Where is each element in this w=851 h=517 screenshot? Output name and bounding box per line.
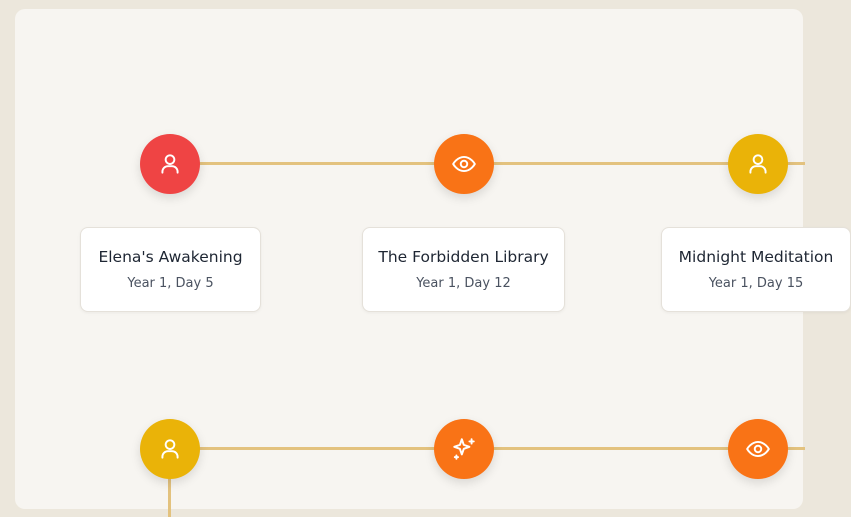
event-date: Year 1, Day 12	[416, 276, 511, 291]
timeline-connector	[185, 162, 805, 165]
event-node[interactable]	[434, 419, 494, 479]
sparkles-icon	[453, 438, 475, 460]
event-date: Year 1, Day 15	[708, 276, 804, 291]
event-card[interactable]: The Forbidden Library Year 1, Day 12	[362, 227, 565, 312]
timeline-stem	[168, 477, 171, 517]
eye-icon	[452, 155, 476, 173]
event-title: Elena's Awakening	[98, 248, 243, 266]
user-icon	[749, 154, 767, 174]
user-icon	[161, 439, 179, 459]
event-node[interactable]	[140, 134, 200, 194]
user-icon	[161, 154, 179, 174]
event-node[interactable]	[728, 419, 788, 479]
event-node[interactable]	[434, 134, 494, 194]
event-date: Year 1, Day 5	[127, 276, 214, 291]
timeline-panel: Elena's Awakening Year 1, Day 5 The Forb…	[15, 9, 851, 517]
eye-icon	[746, 440, 770, 458]
event-node[interactable]	[728, 134, 788, 194]
event-card[interactable]: Midnight Meditation Year 1, Day 15	[661, 227, 851, 312]
event-title: The Forbidden Library	[378, 248, 549, 266]
event-title: Midnight Meditation	[678, 248, 834, 266]
event-node[interactable]	[140, 419, 200, 479]
timeline-connector	[185, 447, 805, 450]
event-card[interactable]: Elena's Awakening Year 1, Day 5	[80, 227, 261, 312]
